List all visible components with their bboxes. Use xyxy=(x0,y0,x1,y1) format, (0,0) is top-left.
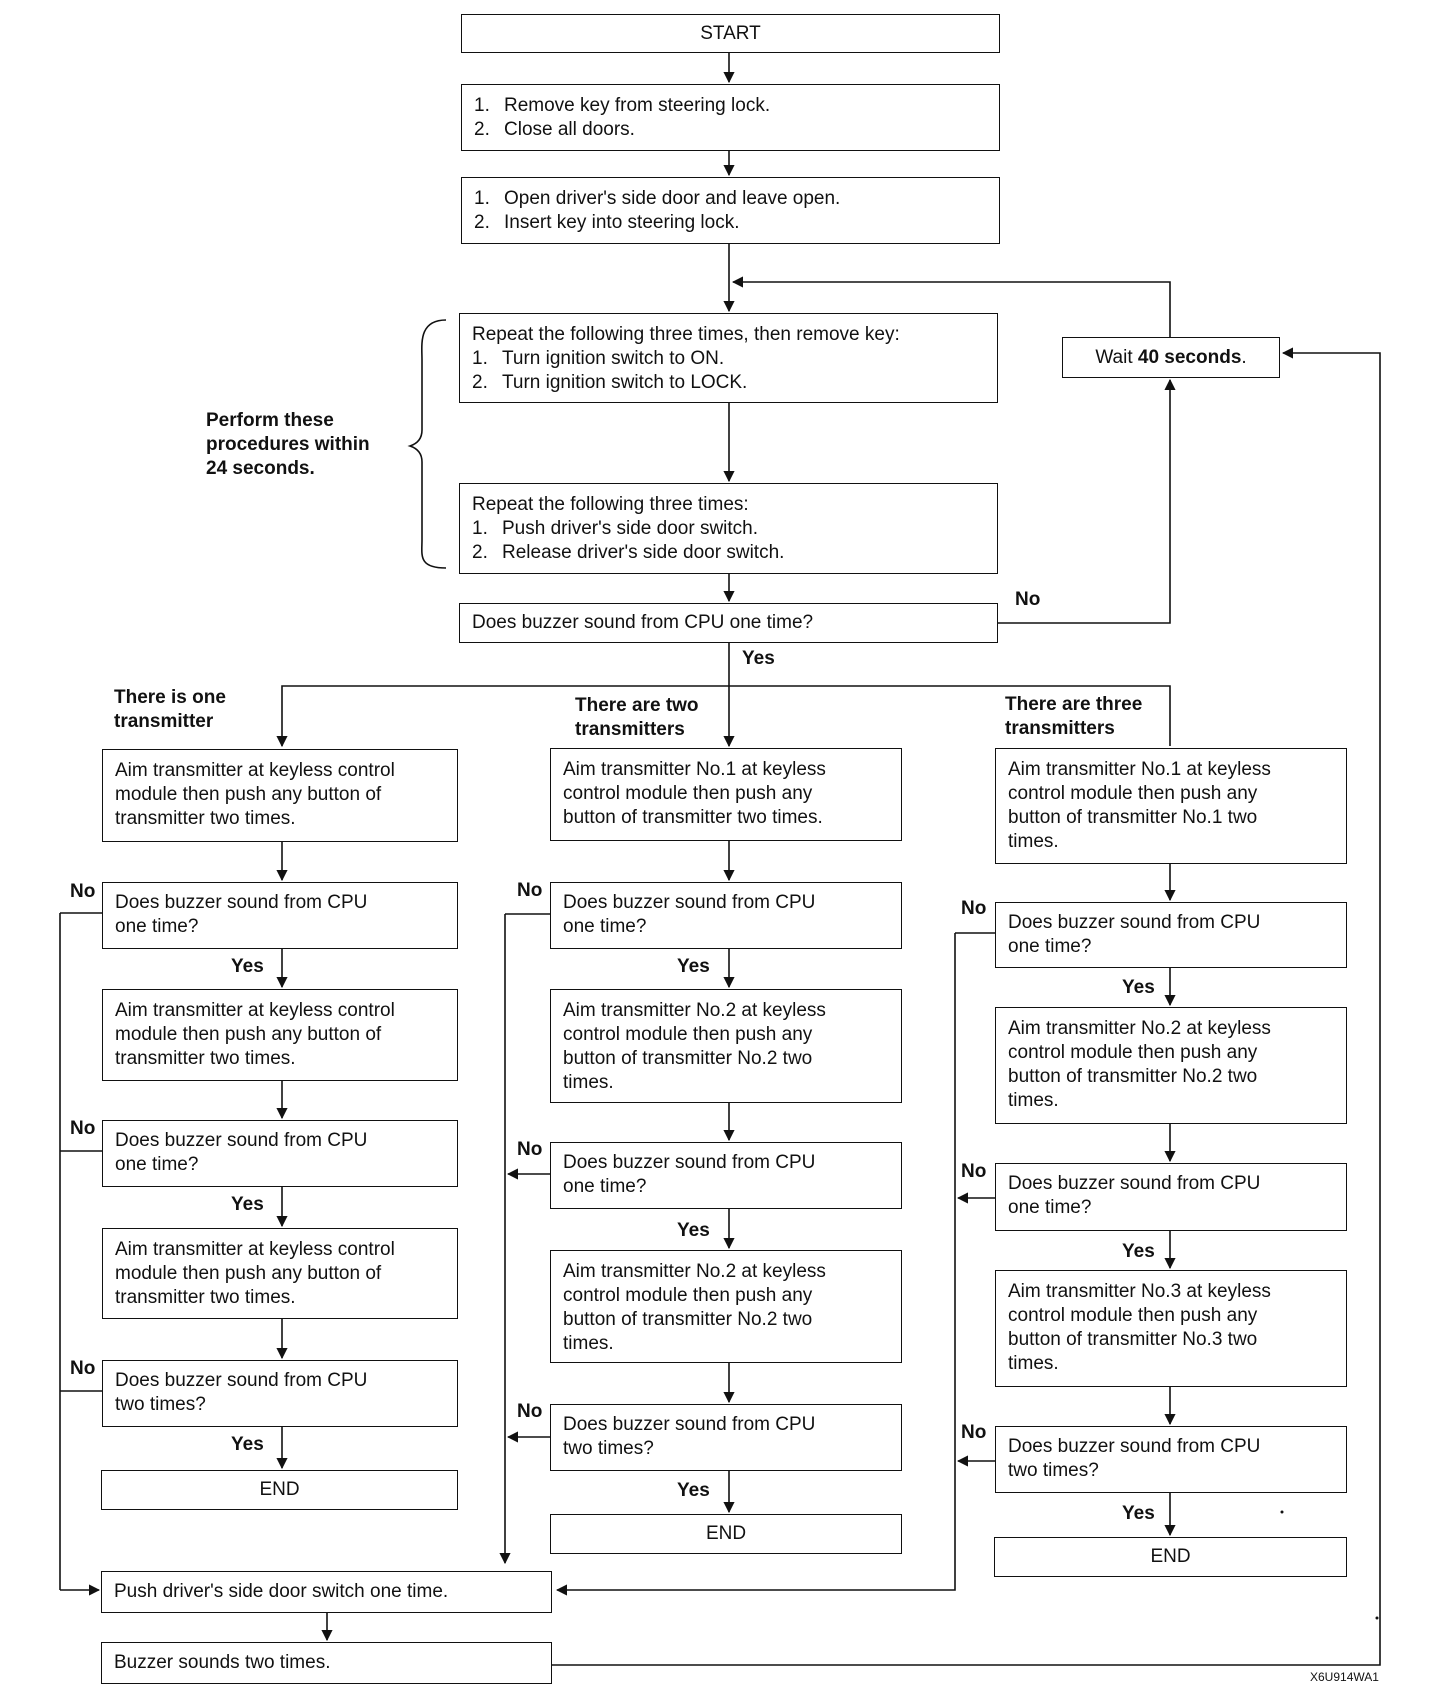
col2-no-2: No xyxy=(517,1139,543,1160)
col2-no-1: No xyxy=(517,880,543,901)
col3-no-1: No xyxy=(961,898,987,919)
col1-yes-2: Yes xyxy=(231,1194,264,1215)
step1-item-2: 2.Close all doors. xyxy=(474,119,635,140)
col3-no-2: No xyxy=(961,1161,987,1182)
step1-item-1: 1.Remove key from steering lock. xyxy=(474,95,771,116)
col1-yes-1: Yes xyxy=(231,956,264,977)
decision-buzzer-one-time: Does buzzer sound from CPU one time? xyxy=(459,603,998,643)
col3-yes-3: Yes xyxy=(1122,1503,1155,1524)
col1-yes-3: Yes xyxy=(231,1434,264,1455)
col3-yes-1: Yes xyxy=(1122,977,1155,998)
wait-box: Wait 40 seconds. xyxy=(1062,337,1280,378)
col1-no-2: No xyxy=(70,1118,96,1139)
step-open-door-insert-key: 1.Open driver's side door and leave open… xyxy=(461,177,1000,244)
col3-no-3: No xyxy=(961,1422,987,1443)
col1-no-1: No xyxy=(70,881,96,902)
col2-no-3: No xyxy=(517,1401,543,1422)
col2-yes-1: Yes xyxy=(677,956,710,977)
branch-two-header: There are two transmitters xyxy=(575,695,699,740)
figure-code: X6U914WA1 xyxy=(1310,1670,1379,1684)
step-ignition-cycle: Repeat the following three times, then r… xyxy=(459,313,998,403)
step4-intro: Repeat the following three times: xyxy=(472,494,749,515)
step3-intro: Repeat the following three times, then r… xyxy=(472,324,900,345)
step2-item-1: 1.Open driver's side door and leave open… xyxy=(474,188,841,209)
step2-item-2: 2.Insert key into steering lock. xyxy=(474,212,740,233)
buzzer-two-times-box: Buzzer sounds two times. xyxy=(101,1642,552,1684)
col3-end: END xyxy=(994,1537,1347,1577)
step-door-switch-cycle: Repeat the following three times: 1.Push… xyxy=(459,483,998,574)
step3-item-2: 2.Turn ignition switch to LOCK. xyxy=(472,372,748,393)
brace-note: Perform these procedures within 24 secon… xyxy=(206,410,370,479)
step3-item-1: 1.Turn ignition switch to ON. xyxy=(472,348,725,369)
wait-text: Wait 40 seconds. xyxy=(1095,346,1247,368)
label-no-main: No xyxy=(1015,589,1041,610)
branch-three-header: There are three transmitters xyxy=(1005,694,1143,739)
step-remove-key-close-doors: 1.Remove key from steering lock. 2.Close… xyxy=(461,84,1000,151)
col1-end: END xyxy=(101,1470,458,1510)
push-door-switch-box: Push driver's side door switch one time. xyxy=(101,1571,552,1613)
start-box: START xyxy=(461,14,1000,53)
col2-end: END xyxy=(550,1514,902,1554)
col2-yes-3: Yes xyxy=(677,1480,710,1501)
step4-item-1: 1.Push driver's side door switch. xyxy=(472,518,759,539)
branch-one-header: There is one transmitter xyxy=(114,687,226,732)
col2-yes-2: Yes xyxy=(677,1220,710,1241)
step4-item-2: 2.Release driver's side door switch. xyxy=(472,542,785,563)
col1-no-3: No xyxy=(70,1358,96,1379)
label-yes-main: Yes xyxy=(742,648,775,669)
col3-yes-2: Yes xyxy=(1122,1241,1155,1262)
start-label: START xyxy=(700,22,761,44)
